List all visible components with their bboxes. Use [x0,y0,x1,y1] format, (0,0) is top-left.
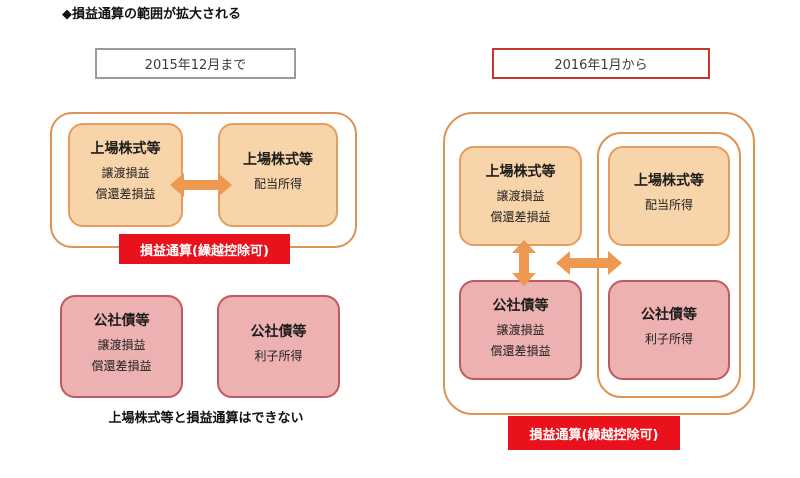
box-before-listed-stock-dividend: 上場株式等 配当所得 [218,123,338,227]
offset-label-before: 損益通算(繰越控除可) [119,234,290,264]
double-arrow-horizontal-icon [556,250,622,276]
box-after-listed-stock-dividend: 上場株式等 配当所得 [608,146,730,246]
box-before-bond-interest: 公社債等 利子所得 [217,295,340,398]
box-line: 譲渡損益 [496,323,545,337]
box-line: 譲渡損益 [496,189,545,203]
box-title: 上場株式等 [634,173,704,189]
box-line: 利子所得 [254,349,303,363]
box-line: 配当所得 [644,198,693,212]
box-title: 公社債等 [492,298,549,314]
box-title: 上場株式等 [485,164,556,180]
box-after-listed-stock-gains: 上場株式等 譲渡損益 償還差損益 [459,146,582,246]
box-line: 償還差損益 [95,187,156,201]
box-title: 上場株式等 [90,141,161,157]
box-line: 償還差損益 [490,210,551,224]
box-before-listed-stock-gains: 上場株式等 譲渡損益 償還差損益 [68,123,183,227]
box-after-bond-interest: 公社債等 利子所得 [608,280,730,380]
no-offset-caption: 上場株式等と損益通算はできない [108,411,304,426]
period-after-label: 2016年1月から [492,48,710,79]
box-title: 公社債等 [641,307,697,323]
box-line: 利子所得 [644,332,693,346]
double-arrow-horizontal-icon [170,172,232,198]
box-line: 譲渡損益 [101,166,150,180]
box-line: 償還差損益 [490,344,551,358]
box-line: 償還差損益 [91,359,152,373]
page-title: ◆損益通算の範囲が拡大される [62,7,241,22]
box-line: 配当所得 [253,177,302,191]
box-after-bond-gains: 公社債等 譲渡損益 償還差損益 [459,280,582,380]
period-before-label: 2015年12月まで [95,48,296,79]
double-arrow-vertical-icon [511,240,537,286]
offset-label-after: 損益通算(繰越控除可) [508,416,680,450]
box-before-bond-gains: 公社債等 譲渡損益 償還差損益 [60,295,183,398]
box-title: 公社債等 [93,313,150,329]
box-title: 公社債等 [250,324,307,340]
box-line: 譲渡損益 [97,338,146,352]
box-title: 上場株式等 [243,152,313,168]
